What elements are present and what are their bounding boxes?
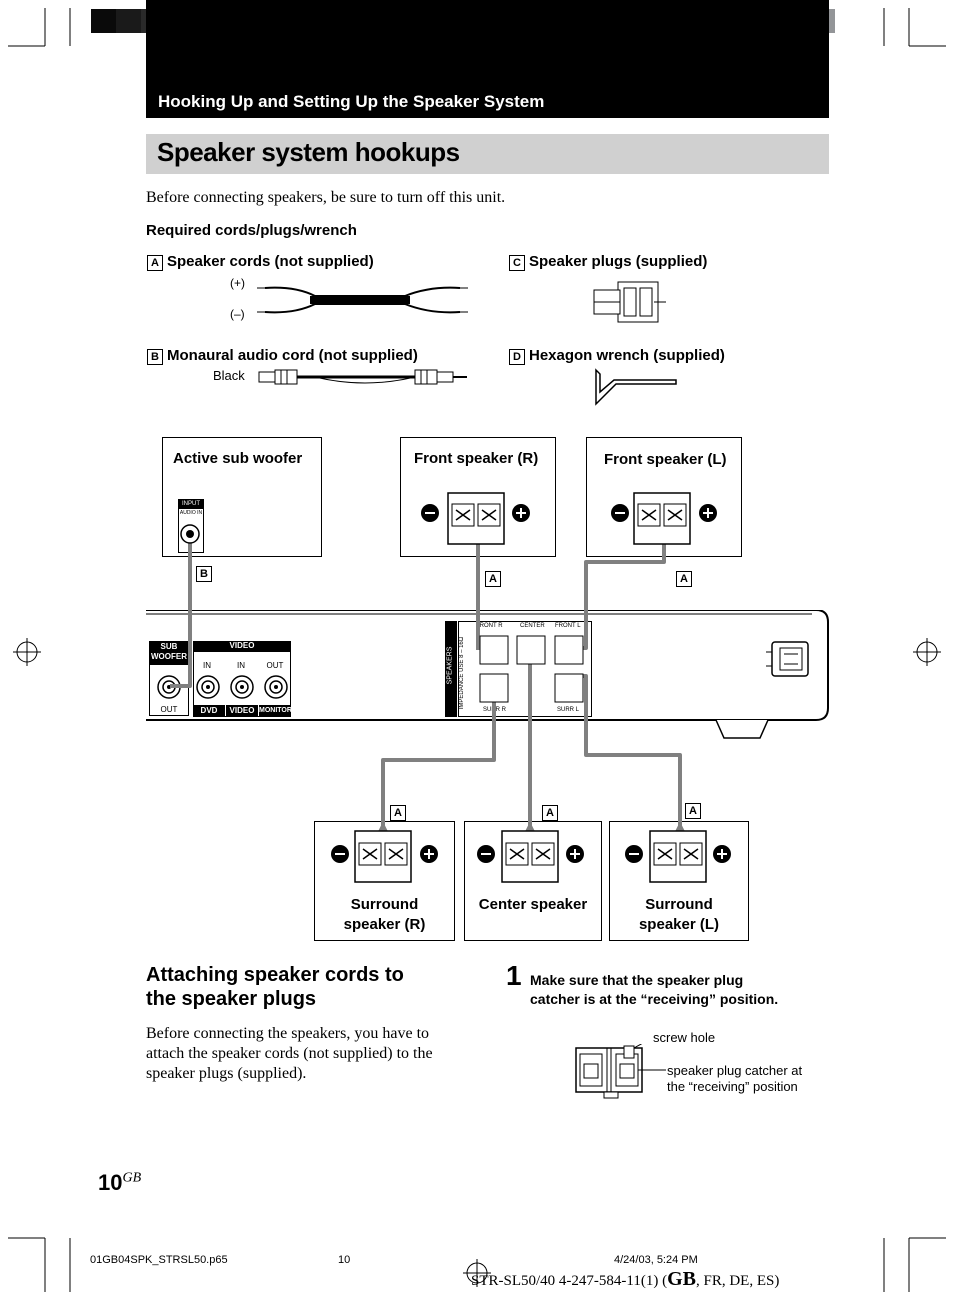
- step1-line2: catcher is at the “receiving” position.: [530, 991, 779, 1007]
- screw-hole-label: screw hole: [653, 1030, 716, 1045]
- step-number: 1: [506, 960, 522, 991]
- wire-tag-a-surround-r: A: [390, 805, 406, 821]
- video-jack-box: [193, 651, 291, 717]
- receiver-terminals: [479, 635, 584, 703]
- model-suffix: , FR, DE, ES): [696, 1273, 780, 1289]
- surround-l-label-line1: Surround: [645, 896, 713, 913]
- item-letter: B: [147, 349, 163, 365]
- input-label: INPUT: [179, 500, 203, 509]
- terminal-front-r: FRONT R: [476, 623, 503, 629]
- polarity-symbols: [331, 504, 731, 863]
- footer-file: 01GB04SPK_STRSL50.p65: [90, 1254, 228, 1266]
- video-in-label: IN: [237, 661, 245, 670]
- dvd-label: DVD: [193, 705, 225, 716]
- speaker-terminal-block: [458, 621, 592, 717]
- dvd-in-label: IN: [203, 661, 211, 670]
- page-number-value: 10: [98, 1170, 123, 1195]
- rca-jacks: [157, 675, 288, 699]
- gray-swatch: [91, 9, 116, 33]
- header-bar: [146, 0, 829, 118]
- attaching-body-line2: attach the speaker cords (not supplied) …: [146, 1045, 433, 1062]
- attaching-heading-line1: Attaching speaker cords to: [146, 964, 404, 986]
- hexagon-wrench-illustration: [595, 368, 677, 406]
- intro-text: Before connecting speakers, be sure to t…: [146, 189, 506, 206]
- catcher-label-line2: the “receiving” position: [667, 1079, 798, 1094]
- wiring-diagram: [170, 492, 731, 883]
- speaker-wires: [170, 519, 692, 847]
- wire-tag-a-center: A: [542, 805, 558, 821]
- attaching-body-line1: Before connecting the speakers, you have…: [146, 1025, 430, 1042]
- footer-model: STR-SL50/40 4-247-584-11(1) (GB, FR, DE,…: [471, 1268, 779, 1291]
- attaching-heading-line2: the speaker plugs: [146, 988, 317, 1010]
- registration-mark-left: [13, 638, 41, 666]
- item-letter: D: [509, 349, 525, 365]
- catcher-label-line1: speaker plug catcher at: [667, 1063, 803, 1078]
- front-speaker-l-label: Front speaker (L): [604, 451, 727, 468]
- plus-label: (+): [230, 276, 245, 290]
- step1-line1: Make sure that the speaker plug: [530, 972, 744, 988]
- item-label: Monaural audio cord (not supplied): [167, 347, 418, 364]
- terminal-front-l: FRONT L: [555, 623, 581, 629]
- black-label: Black: [213, 368, 245, 383]
- sub-woofer-panel-label: SUB WOOFER: [149, 641, 189, 664]
- title-bar: [146, 134, 829, 174]
- monitor-label: MONITOR: [259, 705, 292, 716]
- subwoofer-label: Active sub woofer: [173, 450, 303, 467]
- surround-r-label-line1: Surround: [350, 896, 419, 913]
- monitor-out-label: OUT: [266, 661, 284, 670]
- surround-l-label-line2: speaker (L): [638, 916, 720, 933]
- receiver-rear-panel: SUB WOOFER OUT VIDEO IN IN OUT DVD VIDEO…: [146, 610, 832, 739]
- speaker-terminals-top: [447, 492, 691, 545]
- speaker-cord-illustration: [257, 286, 468, 314]
- speaker-plug-illustration: [593, 281, 666, 323]
- video-label: VIDEO: [226, 705, 258, 716]
- terminal-surr-l: SURR L: [557, 707, 580, 713]
- item-letter: C: [509, 255, 525, 271]
- terminal-center: CENTER: [520, 623, 545, 629]
- audio-in-label: AUDIO IN: [179, 510, 203, 516]
- gray-swatch: [116, 9, 141, 33]
- speakers-vertical-bar: [445, 621, 457, 717]
- section-title: Hooking Up and Setting Up the Speaker Sy…: [158, 92, 545, 111]
- item-label: Speaker plugs (supplied): [529, 253, 708, 270]
- front-speaker-r-label: Front speaker (R): [414, 450, 539, 467]
- model-gb: GB: [667, 1268, 696, 1290]
- model-prefix: STR-SL50/40 4-247-584-11(1) (: [471, 1273, 668, 1289]
- wire-tag-a-front-l: A: [676, 571, 692, 587]
- page-number: 10GB: [98, 1170, 141, 1196]
- plug-catcher-illustration: [575, 1044, 666, 1099]
- video-panel-label: VIDEO: [193, 641, 291, 651]
- registration-mark-right: [913, 638, 941, 666]
- speaker-terminals-bottom: [354, 830, 707, 883]
- wire-tag-a-front-r: A: [485, 571, 501, 587]
- surround-r-label-line2: speaker (R): [343, 916, 426, 933]
- page-suffix: GB: [122, 1170, 142, 1186]
- item-letter: A: [147, 255, 163, 271]
- footer-page: 10: [338, 1254, 351, 1266]
- center-speaker-label: Center speaker: [478, 896, 588, 913]
- page-title: Speaker system hookups: [157, 137, 460, 167]
- sub-woofer-out-label: OUT: [160, 705, 178, 714]
- item-label: Speaker cords (not supplied): [167, 253, 374, 270]
- required-heading: Required cords/plugs/wrench: [146, 222, 357, 239]
- minus-label: (–): [230, 307, 245, 321]
- footer-date: 4/24/03, 5:24 PM: [614, 1254, 698, 1266]
- sub-woofer-jack-box: [149, 664, 189, 716]
- subwoofer-jack: [180, 524, 200, 544]
- wire-tag-a-surround-l: A: [685, 803, 701, 819]
- item-label: Hexagon wrench (supplied): [529, 347, 725, 364]
- wire-tag-b: B: [196, 566, 212, 582]
- attaching-body-line3: speaker plugs (supplied).: [146, 1065, 307, 1082]
- audio-cord-illustration: [258, 369, 467, 385]
- registration-mark-bottom: [463, 1259, 491, 1287]
